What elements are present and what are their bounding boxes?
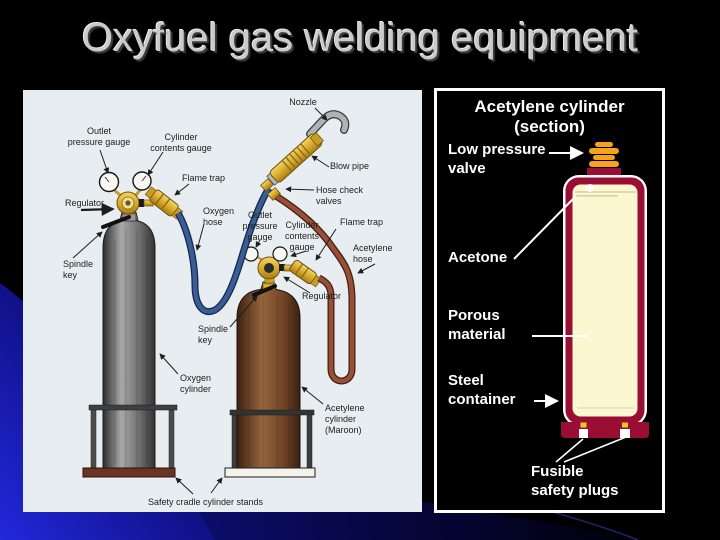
label-spindle-key-oxygen: Spindle key — [63, 259, 94, 280]
acetylene-hose-art — [274, 193, 356, 385]
steel-container-art — [563, 175, 647, 426]
acetylene-cylinder-art — [236, 281, 301, 472]
slide-title: Oxyfuel gas welding equipment — [82, 16, 638, 60]
label-acetylene-cylinder: Acetylene cylinder (Maroon) — [325, 403, 365, 435]
oxygen-spindle-key — [101, 215, 131, 229]
acetylene-contents-gauge — [272, 246, 288, 262]
label-fusible-safety-plugs: Fusible safety plugs — [531, 463, 619, 499]
label-blow-pipe: Blow pipe — [330, 161, 370, 171]
label-outlet-pressure-gauge-acetylene: Outlet pressure gauge — [242, 210, 278, 242]
label-steel-container: Steel container — [448, 372, 516, 408]
label-safety-stands: Safety cradle cylinder stands — [147, 497, 264, 507]
oxygen-stand-plate — [82, 467, 176, 478]
leader-arrows — [72, 107, 376, 495]
label-spindle-key-acetylene: Spindle key — [198, 324, 229, 345]
acetylene-regulator-assembly — [243, 246, 322, 297]
oxygen-cradle-bar — [88, 404, 178, 411]
label-low-pressure-valve: Low pressure valve — [448, 141, 546, 177]
cylinder-section-art — [513, 142, 649, 463]
label-flame-trap-acetylene: Flame trap — [340, 217, 384, 227]
label-outlet-pressure-gauge-oxygen: Outlet pressure gauge — [67, 126, 131, 147]
low-pressure-valve-art — [587, 142, 621, 176]
oxygen-regulator-assembly — [98, 171, 184, 229]
oxygen-flame-trap — [144, 186, 184, 220]
label-oxygen-cylinder: Oxygen cylinder — [180, 373, 212, 394]
cylinder-section-panel: Acetylene cylinder (section) Low pressur… — [434, 88, 665, 513]
label-regulator-oxygen: Regulator — [65, 198, 105, 208]
equipment-diagram-panel: Nozzle Outlet pressure gauge Cylinder co… — [23, 90, 422, 512]
acetylene-stand-plate — [224, 467, 316, 478]
section-panel-title: Acetylene cylinder (section) — [474, 97, 625, 137]
label-flame-trap-oxygen: Flame trap — [182, 173, 226, 183]
acetylene-spindle-key — [252, 284, 277, 297]
fusible-plugs-art — [561, 422, 649, 438]
label-cylinder-contents-gauge-acetylene: Cylinder contents gauge — [284, 220, 320, 252]
oxygen-cylinder-art — [102, 211, 156, 472]
equipment-diagram-art — [72, 107, 376, 495]
label-cylinder-contents-gauge-oxygen: Cylinder contents gauge — [150, 132, 212, 153]
label-oxygen-hose: Oxygen hose — [203, 206, 235, 227]
hose-check-valves-art — [260, 178, 281, 201]
label-regulator-acetylene: Regulator — [302, 291, 342, 301]
acetylene-flame-trap — [289, 259, 322, 288]
label-hose-check-valves: Hose check valves — [316, 185, 364, 206]
oxygen-hose-art — [174, 186, 272, 315]
label-acetone: Acetone — [448, 249, 508, 266]
acetylene-cradle-bar — [229, 409, 315, 416]
label-acetylene-hose: Acetylene hose — [353, 243, 393, 264]
label-nozzle: Nozzle — [289, 97, 317, 107]
section-leader-lines — [513, 146, 627, 463]
label-porous-material: Porous material — [448, 307, 506, 343]
